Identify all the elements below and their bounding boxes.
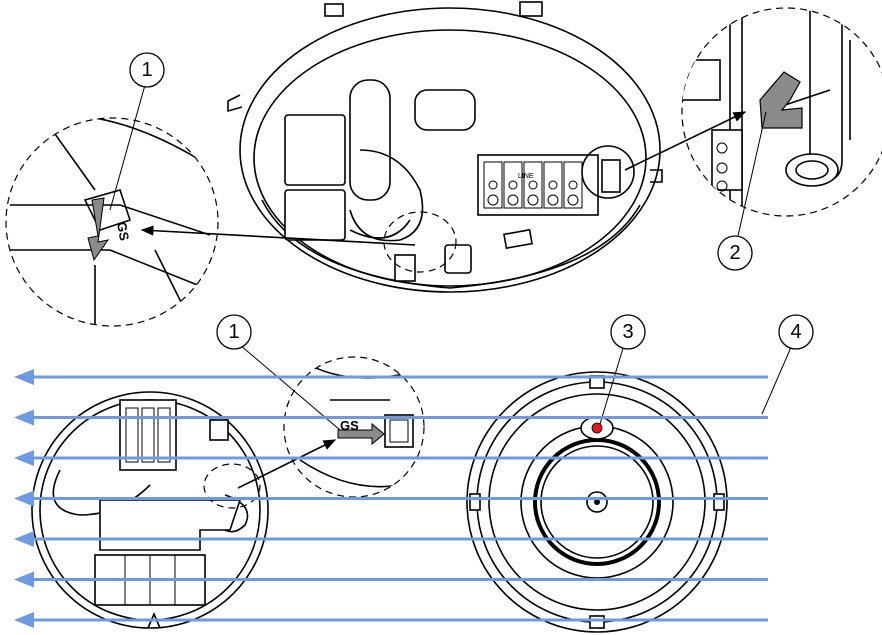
- zoom-detail-gs-bottom: GS: [283, 356, 425, 498]
- leader-1-bottom: [239, 344, 341, 431]
- terminal-block: LINE: [477, 154, 599, 216]
- leader-2: [737, 111, 767, 237]
- callout-3: 3: [610, 314, 646, 350]
- gs-marking-bottom: GS: [340, 418, 359, 433]
- svg-text:3: 3: [622, 321, 633, 343]
- callout-1-top: 1: [129, 52, 165, 88]
- leader-4: [761, 344, 793, 415]
- svg-text:1: 1: [228, 321, 239, 343]
- pointer-arrow-left: [140, 225, 416, 246]
- airflow-arrowhead: [14, 369, 34, 385]
- callout-1-bottom: 1: [216, 314, 252, 350]
- airflow-arrowhead: [14, 450, 34, 466]
- airflow-arrowhead: [14, 409, 34, 426]
- base-plate-top-view: LINE: [227, 1, 663, 293]
- svg-text:4: 4: [790, 321, 801, 343]
- airflow-arrowhead: [14, 531, 34, 547]
- zoom-detail-latch: [681, 7, 882, 217]
- led-indicator: [591, 422, 603, 434]
- gs-marking-top: GS: [114, 221, 132, 242]
- pointer-arrow-right: [624, 111, 747, 171]
- svg-text:2: 2: [729, 242, 740, 264]
- leader-3: [599, 344, 625, 425]
- airflow-arrowhead: [14, 490, 34, 507]
- airflow-arrowhead: [14, 612, 34, 628]
- pointer-arrow-mid: [237, 439, 337, 489]
- svg-text:1: 1: [141, 59, 152, 81]
- airflow-arrowhead: [14, 571, 34, 588]
- base-plate-bottom-view: [31, 391, 269, 629]
- terminal-line-label: LINE: [518, 173, 534, 180]
- airflow-arrows: [14, 369, 768, 628]
- callout-4: 4: [778, 314, 814, 350]
- zoom-detail-gs-top: GS: [5, 117, 219, 327]
- detector-front-view: [466, 371, 728, 633]
- leader-1-top: [109, 84, 146, 211]
- callout-2: 2: [717, 235, 753, 271]
